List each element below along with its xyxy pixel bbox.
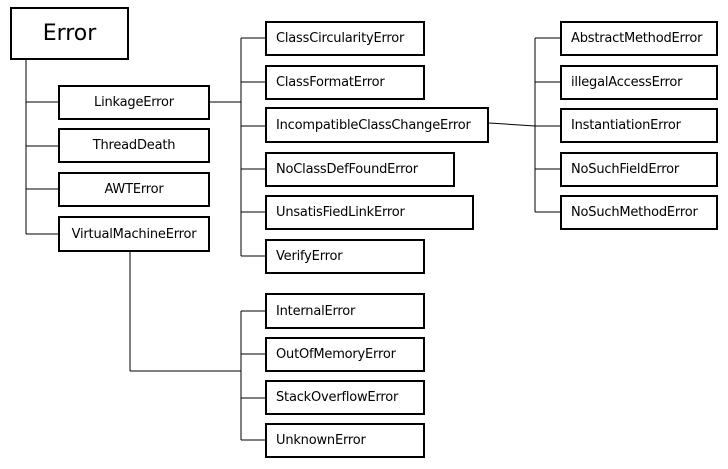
thread-death-node: ThreadDeath — [58, 128, 210, 163]
class-circularity-error-node: ClassCircularityError — [265, 21, 425, 56]
no-class-def-found-error-label: NoClassDefFoundError — [276, 162, 418, 177]
class-format-error-label: ClassFormatError — [276, 75, 385, 90]
class-circularity-error-label: ClassCircularityError — [276, 31, 405, 46]
thread-death-label: ThreadDeath — [92, 138, 176, 153]
error-node: Error — [10, 7, 129, 60]
unsatisfied-link-error-label: UnsatisFiedLinkError — [276, 205, 405, 220]
abstract-method-error-node: AbstractMethodError — [560, 21, 718, 56]
verify-error-label: VerifyError — [276, 249, 343, 264]
awt-error-node: AWTError — [58, 172, 210, 207]
unknown-error-label: UnknownError — [276, 433, 366, 448]
no-such-field-error-label: NoSuchFieldError — [571, 162, 680, 177]
no-such-method-error-label: NoSuchMethodError — [571, 205, 698, 220]
verify-error-node: VerifyError — [265, 239, 425, 274]
linkage-error-label: LinkageError — [94, 95, 174, 110]
internal-error-node: InternalError — [265, 293, 425, 329]
out-of-memory-error-node: OutOfMemoryError — [265, 337, 425, 372]
illegal-access-error-label: illegalAccessError — [571, 75, 683, 90]
instantiation-error-label: InstantiationError — [571, 118, 681, 133]
class-format-error-node: ClassFormatError — [265, 65, 425, 100]
unknown-error-node: UnknownError — [265, 423, 425, 458]
linkage-error-node: LinkageError — [58, 85, 210, 120]
no-such-field-error-node: NoSuchFieldError — [560, 152, 718, 187]
connector-incompatible-out — [488, 122, 536, 127]
abstract-method-error-label: AbstractMethodError — [571, 31, 703, 46]
virtual-machine-error-label: VirtualMachineError — [71, 226, 197, 242]
incompatible-class-change-error-node: IncompatibleClassChangeError — [265, 107, 489, 143]
internal-error-label: InternalError — [276, 303, 356, 319]
instantiation-error-node: InstantiationError — [560, 108, 718, 143]
no-such-method-error-node: NoSuchMethodError — [560, 195, 718, 230]
unsatisfied-link-error-node: UnsatisFiedLinkError — [265, 195, 474, 230]
virtual-machine-error-node: VirtualMachineError — [58, 216, 210, 252]
out-of-memory-error-label: OutOfMemoryError — [276, 347, 396, 362]
illegal-access-error-node: illegalAccessError — [560, 65, 718, 100]
awt-error-label: AWTError — [104, 182, 164, 197]
stack-overflow-error-node: StackOverflowError — [265, 380, 425, 415]
no-class-def-found-error-node: NoClassDefFoundError — [265, 152, 455, 187]
error-label: Error — [42, 21, 97, 46]
incompatible-class-change-error-label: IncompatibleClassChangeError — [276, 117, 471, 133]
stack-overflow-error-label: StackOverflowError — [276, 390, 399, 405]
